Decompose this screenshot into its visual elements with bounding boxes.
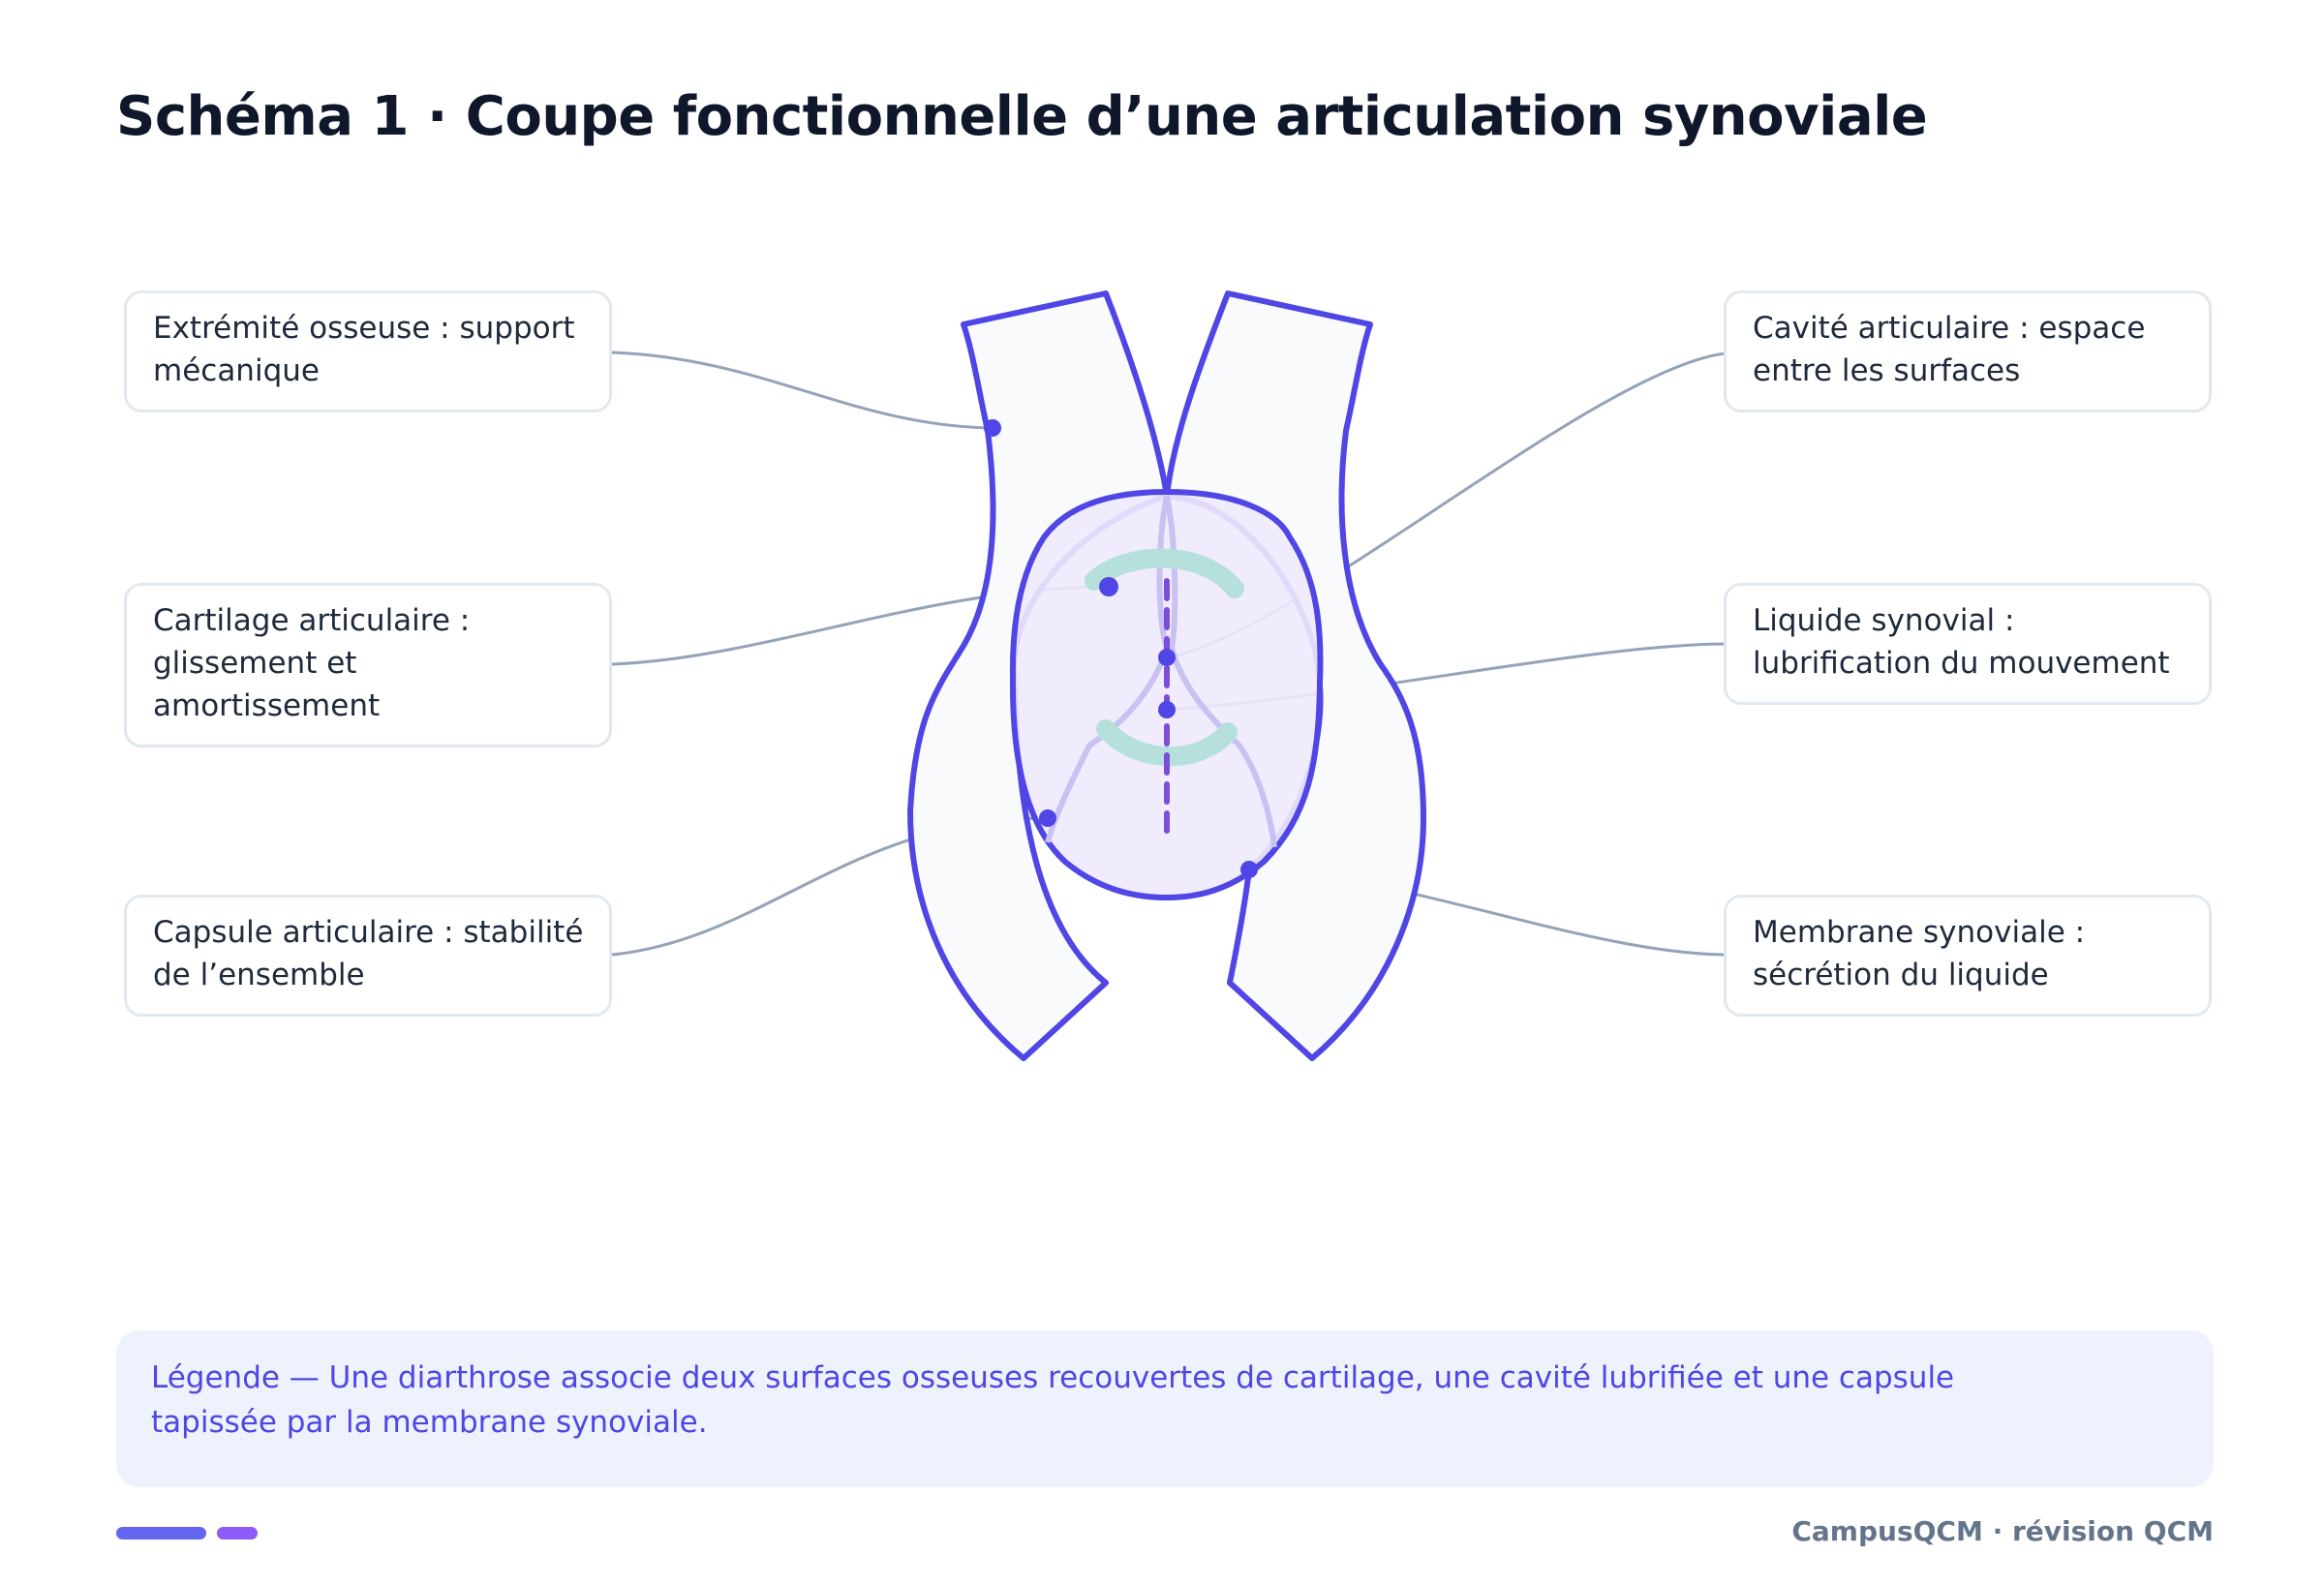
anchor-cartilage <box>1099 577 1118 596</box>
anchor-fluid <box>1158 701 1176 718</box>
label-membrane-text: Membrane synoviale : sécrétion du liquid… <box>1753 915 2086 992</box>
label-bone: Extrémité osseuse : support mécanique <box>124 290 612 412</box>
label-cartilage-text: Cartilage articulaire : glissement et am… <box>153 603 471 723</box>
label-fluid-text: Liquide synovial : lubrification du mouv… <box>1753 603 2170 681</box>
cartilage-upper <box>1085 548 1244 598</box>
label-cartilage: Cartilage articulaire : glissement et am… <box>124 583 612 747</box>
label-cavity: Cavité articulaire : espace entre les su… <box>1724 290 2212 412</box>
label-capsule-text: Capsule articulaire : stabilité de l’ens… <box>153 915 584 992</box>
accent-bar-secondary <box>217 1527 258 1539</box>
membrane-inner-left <box>1045 495 1171 843</box>
label-cavity-text: Cavité articulaire : espace entre les su… <box>1753 311 2146 388</box>
label-membrane: Membrane synoviale : sécrétion du liquid… <box>1724 895 2212 1017</box>
label-bone-text: Extrémité osseuse : support mécanique <box>153 311 575 388</box>
label-capsule: Capsule articulaire : stabilité de l’ens… <box>124 895 612 1017</box>
footer-brand: CampusQCM · révision QCM <box>1791 1515 2214 1547</box>
membrane-inner-right <box>1164 495 1277 848</box>
anchor-cavity <box>1158 649 1176 666</box>
label-fluid: Liquide synovial : lubrification du mouv… <box>1724 583 2212 705</box>
legend-text: Légende — Une diarthrose associe deux su… <box>151 1360 1955 1440</box>
accent-bar-primary <box>116 1527 206 1539</box>
anchor-membrane <box>1240 861 1258 878</box>
anchor-bone <box>984 419 1001 437</box>
page-title: Schéma 1 · Coupe fonctionnelle d’une art… <box>116 85 1928 148</box>
legend-panel: Légende — Une diarthrose associe deux su… <box>116 1330 2214 1487</box>
anchor-capsule <box>1039 809 1056 827</box>
connector-bone <box>611 351 994 430</box>
